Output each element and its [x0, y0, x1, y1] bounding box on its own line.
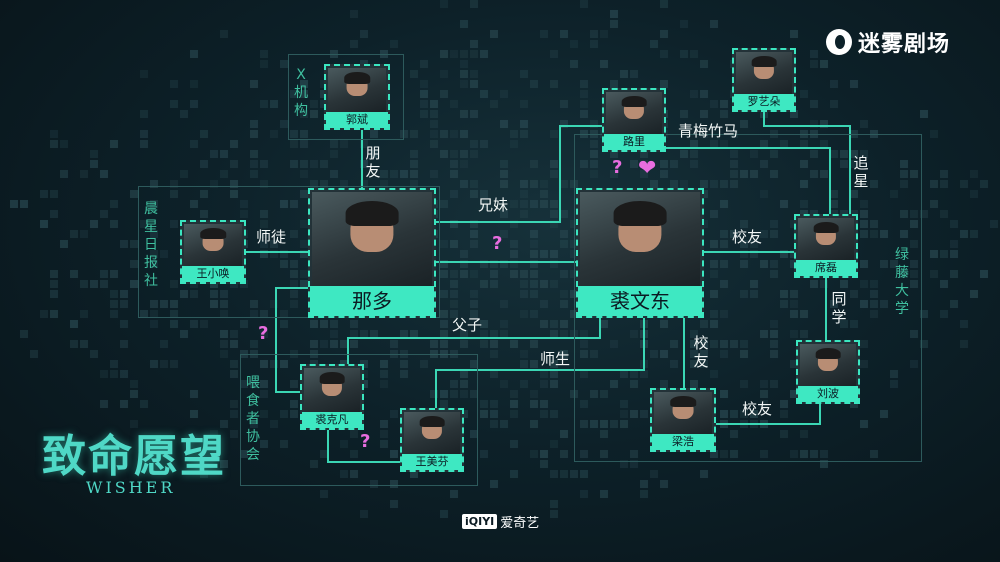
group-chenxing [138, 186, 440, 318]
group-chenxing-label: 晨星日报社 [144, 201, 158, 289]
platform-logo: iQIYI 爱奇艺 [462, 512, 539, 531]
group-feeding [240, 354, 478, 486]
character-card-qiukefan[interactable]: 裘克凡 [300, 364, 364, 430]
portrait-photo [312, 192, 432, 286]
character-name: 王小唤 [182, 266, 244, 282]
brand-name: 迷雾剧场 [858, 32, 951, 57]
character-name: 那多 [310, 286, 434, 316]
character-name: 郭斌 [326, 112, 388, 128]
portrait-photo [184, 224, 242, 266]
question-mark-qiukefan-wangmeifen: ? [360, 431, 371, 452]
portrait-photo [580, 192, 700, 286]
character-card-guobin[interactable]: 郭斌 [324, 64, 390, 130]
character-card-xilei[interactable]: 席磊 [794, 214, 858, 278]
relation-label-childhood-sweethearts: 青梅竹马 [678, 122, 739, 140]
group-x-org [288, 54, 404, 140]
portrait-photo [304, 368, 360, 412]
heart-icon: ❤ [638, 156, 657, 181]
character-card-naduo[interactable]: 那多 [308, 188, 436, 318]
portrait-photo [328, 68, 386, 112]
show-title: 致命愿望 [42, 431, 226, 482]
character-name: 席磊 [796, 260, 856, 276]
character-card-qiuwendong[interactable]: 裘文东 [576, 188, 704, 318]
relation-label-schoolmates-qiu-liang: 校友 [693, 334, 709, 370]
question-mark-naduo-qiukefan: ? [258, 323, 269, 344]
character-name: 裘文东 [578, 286, 702, 316]
relation-label-fan: 追星 [853, 154, 869, 190]
line-qiuwendong-qiukefan [347, 318, 601, 364]
character-card-wangmeifen[interactable]: 王美芬 [400, 408, 464, 472]
character-name: 王美芬 [402, 454, 462, 470]
relation-label-classmates: 同学 [831, 290, 847, 326]
relation-label-father-son: 父子 [452, 316, 483, 334]
question-mark-naduo-qiuwendong: ? [492, 233, 503, 254]
line-qiuwendong-wangmeifen [435, 318, 645, 408]
relation-label-schoolmates-liang-liu: 校友 [742, 400, 773, 418]
line-naduo-qiukefan [275, 287, 308, 393]
character-card-wangxiaohuan[interactable]: 王小唤 [180, 220, 246, 284]
show-subtitle: WISHER [86, 478, 176, 497]
line-luli-xilei [666, 147, 831, 214]
group-university-label: 绿藤大学 [895, 247, 909, 317]
line-qiukefan-wangmeifen [327, 430, 400, 463]
character-name: 刘波 [798, 386, 858, 402]
group-x-org-label: X机构 [294, 67, 308, 119]
character-name: 梁浩 [652, 434, 714, 450]
relation-label-mentor: 师徒 [256, 228, 287, 246]
group-university [574, 134, 922, 462]
relation-label-teacher-student: 师生 [540, 350, 571, 368]
character-name: 罗艺朵 [734, 94, 794, 110]
group-feeding-label: 喂食者协会 [246, 375, 260, 463]
portrait-photo [404, 412, 460, 454]
relation-label-schoolmates-qiu-xi: 校友 [732, 228, 763, 246]
relation-label-siblings: 兄妹 [478, 196, 509, 214]
character-card-luoyiduo[interactable]: 罗艺朵 [732, 48, 796, 112]
character-name: 路里 [604, 134, 664, 150]
portrait-photo [798, 218, 854, 260]
character-name: 裘克凡 [302, 412, 362, 428]
portrait-photo [736, 52, 792, 94]
character-card-luli[interactable]: 路里 [602, 88, 666, 152]
relation-label-friend: 朋友 [365, 144, 381, 180]
character-card-liubo[interactable]: 刘波 [796, 340, 860, 404]
character-card-lianghao[interactable]: 梁浩 [650, 388, 716, 452]
question-mark-luli: ? [612, 157, 623, 178]
iqiyi-logo-icon: iQIYI [462, 514, 498, 529]
platform-name: 爱奇艺 [500, 516, 540, 531]
line-naduo-luli [436, 125, 602, 223]
portrait-photo [606, 92, 662, 134]
brand-logo: 迷雾剧场 [826, 24, 950, 60]
line-liubo-lianghao [716, 404, 821, 425]
mist-theater-logo-icon [826, 29, 852, 55]
line-luoyiduo-xilei [763, 112, 851, 214]
portrait-photo [800, 344, 856, 386]
portrait-photo [654, 392, 712, 434]
